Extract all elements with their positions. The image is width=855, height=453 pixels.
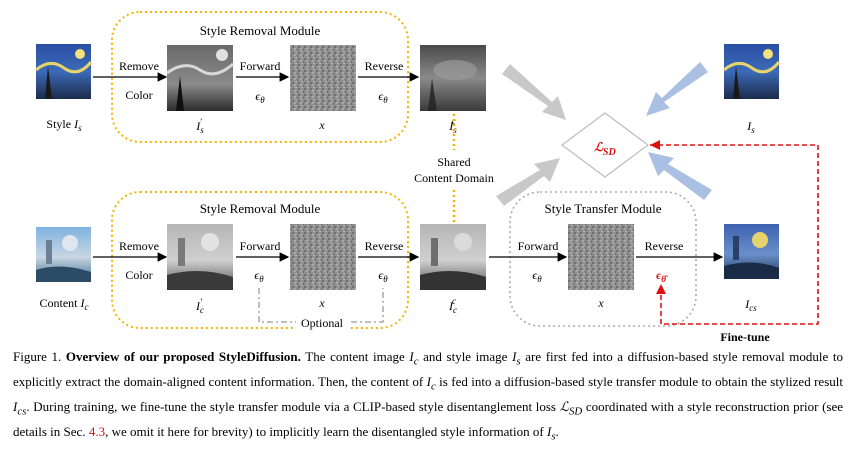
right-style-image — [723, 44, 781, 99]
caption-ics: Ics — [13, 399, 27, 418]
is-c-label: Isc — [448, 116, 457, 135]
noise-image-transfer — [568, 224, 634, 290]
is-prime-label: Is′ — [195, 117, 204, 135]
caption-section-ref[interactable]: 4.3 — [88, 424, 106, 440]
ic-c-label: Icc — [448, 296, 457, 315]
finetune-arrowhead-top — [650, 140, 660, 150]
optional-label: Optional — [301, 316, 344, 330]
style-label: Style Is — [46, 117, 82, 133]
stylized-result-image — [724, 224, 779, 279]
caption-text-1: The content image — [300, 349, 410, 364]
content-gray-image — [167, 224, 233, 290]
forward-label-bottom: Forward — [240, 239, 281, 253]
gray-arrow-top — [502, 64, 566, 120]
style-content-image — [420, 45, 486, 111]
color-label-bottom: Color — [125, 268, 152, 282]
caption-is-2: Is — [546, 424, 556, 443]
shared-label-2: Content Domain — [414, 171, 494, 185]
caption-is: Is — [512, 349, 521, 368]
shared-label-1: Shared — [437, 155, 470, 169]
eps-reverse-top: ϵθ — [378, 89, 388, 105]
bottom-module-title: Style Removal Module — [200, 201, 321, 216]
x-label-top: x — [318, 118, 325, 132]
caption-prefix: Figure 1. — [13, 349, 66, 364]
eps-forward-top: ϵθ — [255, 89, 265, 105]
caption-text-2: and style image — [418, 349, 513, 364]
blue-arrow-bottom — [648, 152, 712, 200]
bottom-removal-module-box — [111, 191, 409, 329]
reverse-label-bottom: Reverse — [365, 239, 404, 253]
loss-diamond — [560, 112, 650, 178]
forward-label-top: Forward — [240, 59, 281, 73]
reverse-label-top: Reverse — [365, 59, 404, 73]
x-label-transfer: x — [597, 296, 604, 310]
remove-label-top: Remove — [119, 59, 159, 73]
overview-figure: Style Removal Module Style Is Remove Col… — [35, 11, 819, 344]
caption-text-8: . — [555, 424, 559, 440]
transfer-module-box — [509, 191, 697, 327]
caption-text-4: is fed into a diffusion-based style tran… — [435, 374, 843, 390]
optional-bracket — [258, 288, 384, 323]
style-image — [35, 44, 93, 99]
noise-image-top — [290, 45, 356, 111]
ics-label: Ics — [744, 297, 757, 313]
eps-hat-transfer: ϵθ̂ — [656, 268, 669, 284]
figure-caption: Figure 1. Overview of our proposed Style… — [13, 347, 843, 447]
remove-label-bottom: Remove — [119, 239, 159, 253]
x-label-bottom: x — [318, 296, 325, 310]
content-label: Content Ic — [40, 296, 89, 312]
blue-arrow-top — [646, 62, 708, 116]
finetune-loop — [650, 144, 819, 325]
content-content-image — [420, 224, 486, 290]
caption-text-6: coordinated with a style reconstruction … — [13, 399, 844, 440]
caption-ic: Ic — [409, 349, 419, 368]
gray-arrow-bottom — [496, 158, 560, 206]
eps-forward-bottom: ϵθ — [254, 268, 264, 284]
finetune-label: Fine-tune — [720, 330, 770, 344]
eps-forward-transfer: ϵθ — [532, 268, 542, 284]
content-image — [36, 227, 91, 282]
caption-text-5: . During training, we fine-tune the styl… — [26, 399, 560, 415]
eps-reverse-bottom: ϵθ — [378, 268, 388, 284]
reverse-label-transfer: Reverse — [645, 239, 684, 253]
transfer-module-title: Style Transfer Module — [545, 201, 662, 216]
ic-prime-label: Ic′ — [195, 297, 204, 315]
right-is-label: Is — [746, 119, 755, 135]
style-gray-image — [166, 45, 234, 111]
caption-text-7: , we omit it here for brevity) to implic… — [105, 424, 547, 440]
top-module-title: Style Removal Module — [200, 23, 321, 38]
caption-text-3: are first fed into a diffusion-based sty… — [13, 349, 844, 390]
caption-lsd: ℒSD — [559, 399, 583, 418]
noise-image-bottom — [290, 224, 356, 290]
caption-bold: Overview of our proposed StyleDiffusion. — [65, 349, 301, 364]
finetune-arrowhead-bottom — [656, 284, 666, 294]
caption-ic-2: Ic — [426, 374, 436, 393]
forward-label-transfer: Forward — [518, 239, 559, 253]
color-label-top: Color — [125, 88, 152, 102]
